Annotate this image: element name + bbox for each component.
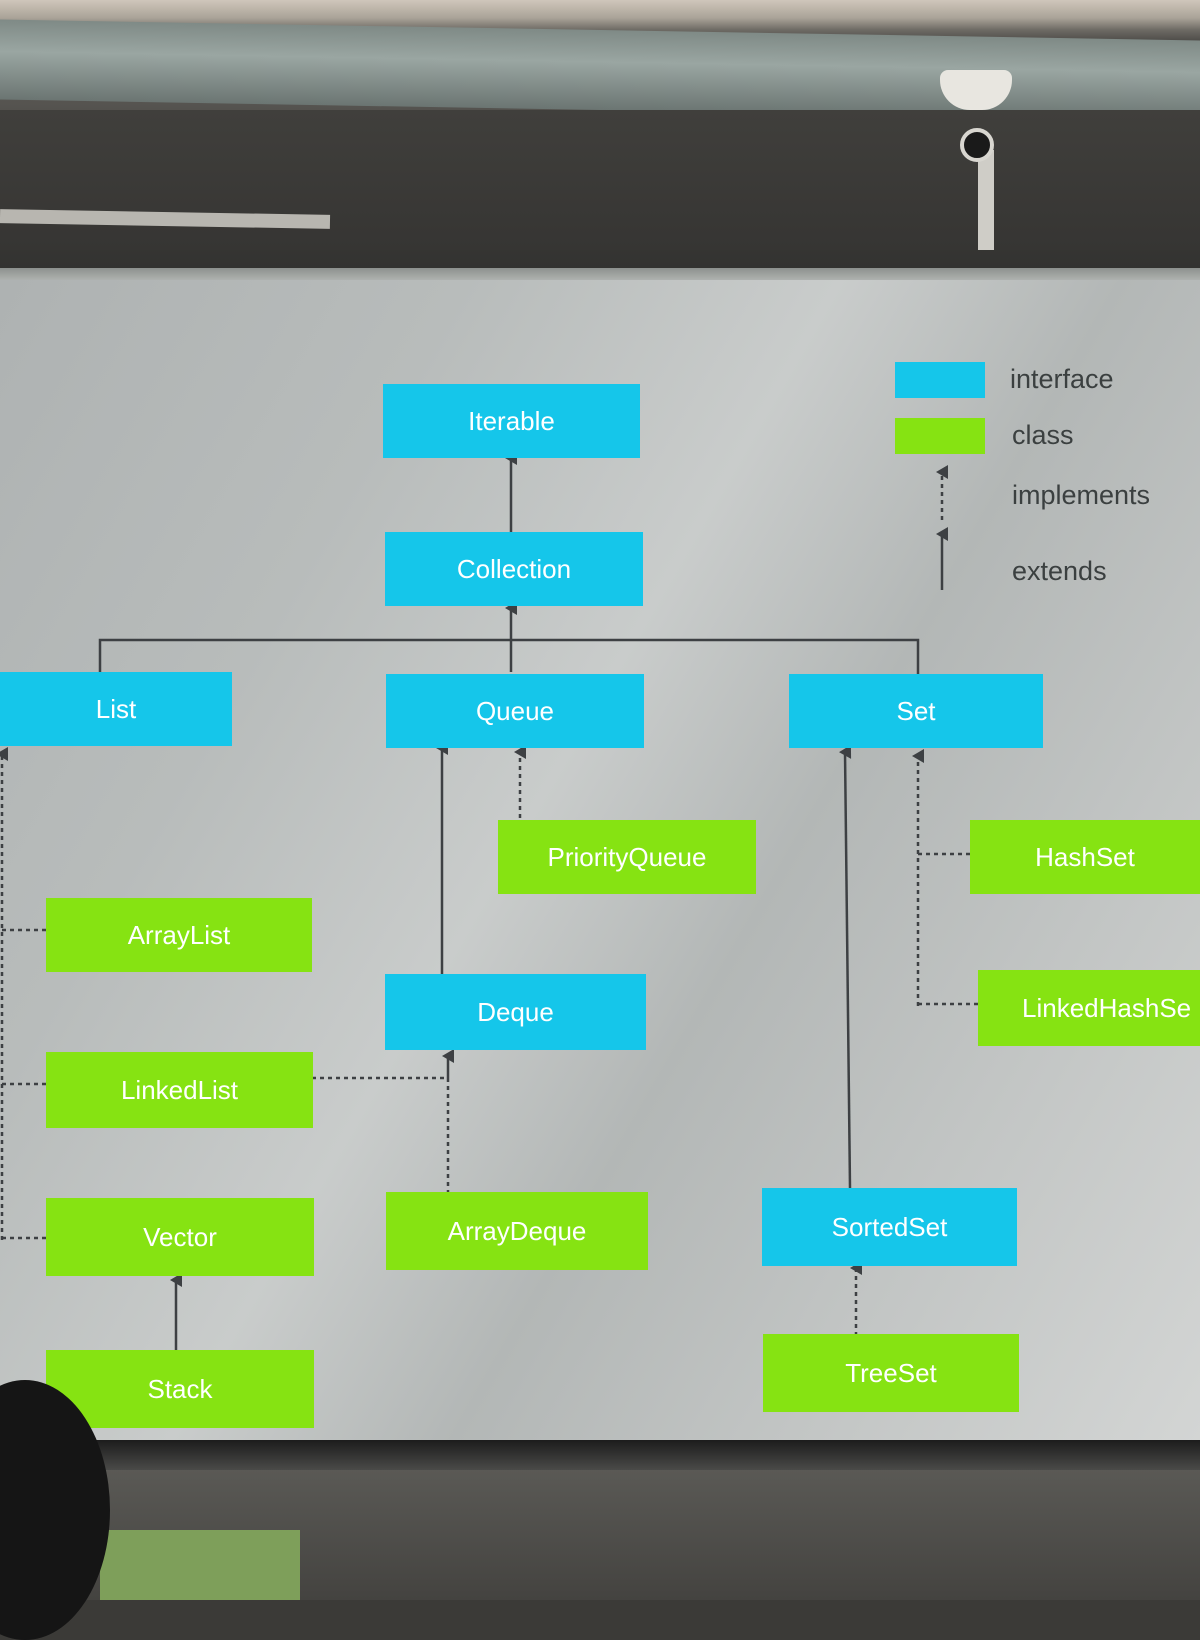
node-hashset: HashSet	[970, 820, 1200, 894]
node-set: Set	[789, 674, 1043, 748]
legend-interface-swatch	[895, 362, 985, 398]
node-linkedhashset: LinkedHashSe	[978, 970, 1200, 1046]
security-camera-arm	[978, 150, 994, 250]
legend-class-label: class	[1012, 420, 1074, 450]
node-treeset: TreeSet	[763, 1334, 1019, 1412]
node-stack: Stack	[46, 1350, 314, 1428]
node-list: List	[0, 672, 232, 746]
node-queue: Queue	[386, 674, 644, 748]
node-arraydeque: ArrayDeque	[386, 1192, 648, 1270]
node-linkedlist: LinkedList	[46, 1052, 313, 1128]
legend-interface-label: interface	[1010, 364, 1114, 394]
edge-sortedset-set	[839, 744, 852, 1189]
connector-lines	[0, 451, 978, 1350]
node-deque: Deque	[385, 974, 646, 1050]
legend-extends-label: extends	[1012, 556, 1107, 586]
security-camera	[940, 70, 1012, 110]
screen-bottom-bar	[0, 1440, 1200, 1470]
edge-linkedlist-deque	[312, 1058, 450, 1080]
node-iterable: Iterable	[383, 384, 640, 458]
edge-bracket-collection	[98, 638, 920, 676]
node-vector: Vector	[46, 1198, 314, 1276]
node-sortedset: SortedSet	[762, 1188, 1017, 1266]
node-priorityqueue: PriorityQueue	[498, 820, 756, 894]
node-arraylist: ArrayList	[46, 898, 312, 972]
legend-implements-label: implements	[1012, 480, 1151, 510]
legend-class-swatch	[895, 418, 985, 454]
security-camera-lens	[960, 128, 994, 162]
ceiling-beam	[0, 110, 1200, 250]
green-desk	[100, 1530, 300, 1600]
node-collection: Collection	[385, 532, 643, 606]
